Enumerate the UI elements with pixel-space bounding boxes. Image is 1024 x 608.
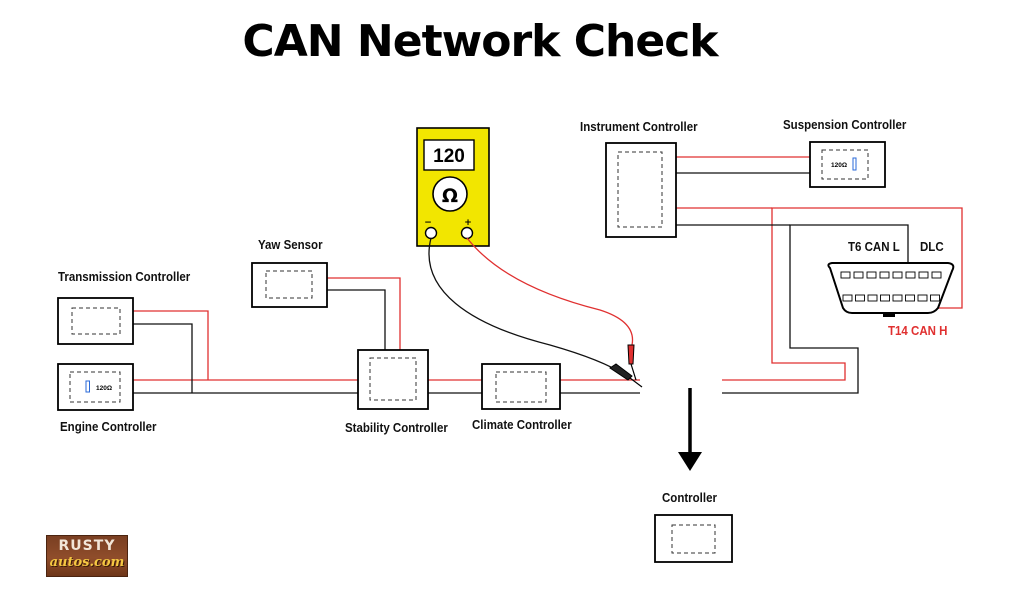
suspension-terminating-resistor	[852, 157, 857, 171]
suspension-controller	[809, 141, 886, 188]
multimeter-reading: 120	[433, 146, 465, 167]
generic-controller-label: Controller	[662, 491, 717, 505]
yaw-sensor-label: Yaw Sensor	[258, 238, 323, 252]
negative-probe-jack	[424, 226, 438, 240]
negative-symbol: −	[424, 218, 432, 228]
dlc-pin	[917, 294, 928, 302]
generic-controller	[654, 514, 733, 563]
positive-probe-lead	[466, 237, 634, 346]
dlc-pin	[879, 271, 890, 279]
instrument-controller	[605, 142, 677, 238]
dlc-pin	[918, 271, 929, 279]
yaw-can-low-wire	[312, 289, 386, 357]
dlc-pin	[842, 294, 853, 302]
page-title: CAN Network Check	[242, 16, 718, 67]
engine-terminating-resistor	[85, 380, 90, 393]
multimeter: 120 Ω − +	[416, 127, 490, 247]
yaw-can-high-wire	[312, 277, 401, 357]
stability-controller	[357, 349, 429, 410]
dlc-pin	[892, 294, 903, 302]
positive-probe-tip	[627, 344, 637, 381]
dlc-pin	[840, 271, 851, 279]
transmission-can-low-wire	[120, 323, 193, 393]
logo-line-2: autos.com	[49, 555, 125, 570]
dlc-pin	[880, 294, 890, 302]
suspension-resistor-label: 120Ω	[831, 162, 847, 169]
dlc-pin	[855, 294, 865, 302]
stability-controller-label: Stability Controller	[345, 421, 448, 435]
engine-resistor-label: 120Ω	[96, 385, 112, 392]
negative-probe-lead	[428, 237, 626, 376]
climate-controller-label: Climate Controller	[472, 418, 572, 432]
dlc-pin	[867, 294, 878, 302]
engine-controller-label: Engine Controller	[60, 420, 157, 434]
yaw-sensor	[251, 262, 328, 308]
positive-probe-jack	[460, 226, 474, 240]
dlc-connector	[827, 262, 955, 317]
multimeter-dial	[432, 176, 468, 212]
dlc-pin	[853, 271, 864, 279]
dlc-pin	[930, 294, 940, 302]
logo-line-1: RUSTY	[58, 538, 116, 554]
instrument-controller-label: Instrument Controller	[580, 120, 698, 134]
ohm-symbol-icon: Ω	[442, 185, 458, 207]
rusty-autos-logo: RUSTY autos.com	[46, 535, 128, 577]
climate-controller	[481, 363, 561, 410]
positive-symbol: +	[464, 218, 472, 228]
dlc-label: DLC	[920, 240, 944, 254]
engine-controller	[57, 363, 134, 411]
multimeter-display	[423, 139, 475, 171]
dlc-pin-low-label: T6 CAN L	[848, 240, 900, 254]
down-arrow-icon	[678, 388, 702, 471]
dlc-pin	[866, 271, 877, 279]
dlc-pin	[905, 294, 915, 302]
can-high-bus-wire-right	[722, 207, 963, 381]
transmission-controller-label: Transmission Controller	[58, 270, 191, 284]
dlc-pin	[892, 271, 903, 279]
can-low-bus-wire-right	[722, 224, 909, 394]
negative-probe-tip	[609, 363, 643, 388]
transmission-can-high-wire	[120, 310, 209, 380]
suspension-controller-label: Suspension Controller	[783, 118, 907, 132]
dlc-pin-high-label: T14 CAN H	[888, 324, 948, 338]
transmission-controller	[57, 297, 134, 345]
dlc-pin	[931, 271, 942, 279]
dlc-pin	[905, 271, 916, 279]
